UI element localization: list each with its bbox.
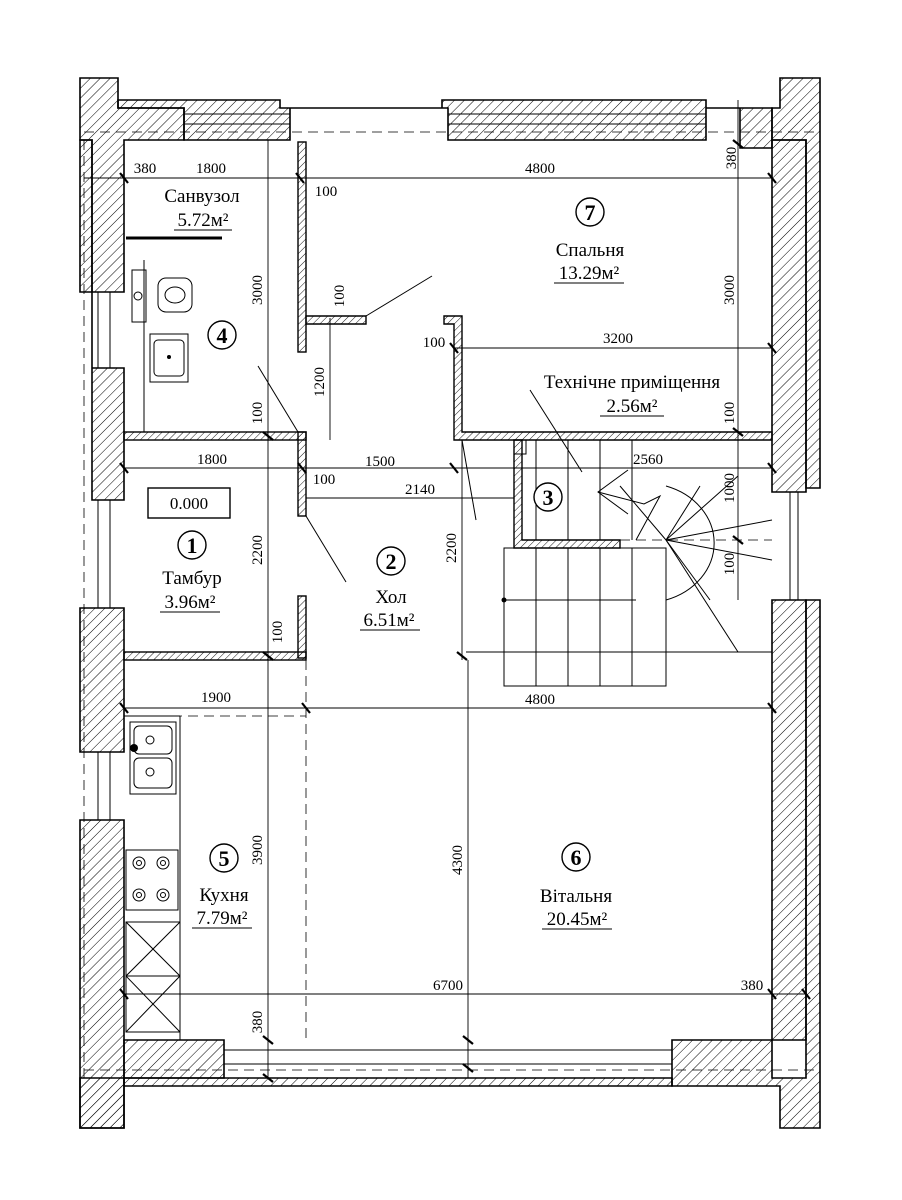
- dim-text: 6700: [433, 978, 463, 994]
- dim-text: 3900: [250, 835, 266, 865]
- room-name: Вітальня: [540, 886, 612, 907]
- room-label-6: 6 Вітальня 20.45м²: [540, 842, 612, 930]
- room-number: 6: [571, 845, 582, 870]
- room-number: 1: [187, 533, 198, 558]
- dashed-lines: [83, 131, 820, 1078]
- wall-bath-bottom: [123, 431, 307, 441]
- kitchen-sink-icon: [129, 721, 177, 795]
- dim-text: 1800: [196, 161, 226, 177]
- dim-text: 380: [250, 1011, 266, 1034]
- dim-text: 1200: [312, 367, 328, 397]
- room-name: Спальня: [556, 240, 625, 261]
- stove-icon: [125, 849, 179, 911]
- wall-bath-bedroom: [297, 141, 307, 353]
- wall-bottom-left-corner: [79, 1077, 125, 1129]
- room-label-1: 1 Тамбур 3.96м²: [160, 530, 222, 613]
- wall-tech-room: [443, 315, 773, 441]
- dim-text: 100: [315, 184, 338, 200]
- dim-text: 100: [270, 621, 286, 644]
- room-area: 3.96м²: [165, 592, 216, 613]
- dim-text: 2200: [250, 535, 266, 565]
- dim-text: 4300: [450, 845, 466, 875]
- wall-corner-top-left: [79, 77, 185, 293]
- dimension-lines: [84, 100, 811, 1083]
- room-label-tech: Технічне приміщення 2.56м²: [544, 372, 720, 417]
- room-area: 20.45м²: [547, 909, 608, 930]
- room-area: 7.79м²: [197, 908, 248, 929]
- room-label-3: 3: [533, 482, 563, 512]
- room-area: 5.72м²: [178, 210, 229, 231]
- dim-text: 3200: [603, 331, 633, 347]
- dim-text: 100: [250, 402, 266, 425]
- room-name: Технічне приміщення: [544, 372, 720, 393]
- room-area: 2.56м²: [607, 396, 658, 417]
- wall-bottom-left: [123, 1039, 225, 1079]
- fixtures: [124, 236, 222, 1040]
- wall-right-lower: [771, 599, 807, 1041]
- wall-left-b: [79, 607, 125, 753]
- room-number: 3: [543, 485, 554, 510]
- room-name: Кухня: [199, 885, 248, 906]
- level-mark: 0.000: [147, 487, 231, 519]
- room-number: 5: [219, 846, 230, 871]
- wall-hall-left-b: [297, 595, 307, 659]
- dim-text: 4800: [525, 692, 555, 708]
- dim-text: 3000: [250, 275, 266, 305]
- dimension-texts: 380 1800 4800 380 100 100 3000 3000 3200…: [134, 147, 764, 1034]
- dim-text: 2140: [405, 482, 435, 498]
- wall-top: [117, 99, 773, 149]
- room-area: 6.51м²: [364, 610, 415, 631]
- dim-text: 100: [423, 335, 446, 351]
- bathroom-sink-icon: [149, 333, 189, 383]
- windows: [97, 113, 799, 1065]
- dim-text: 100: [313, 472, 336, 488]
- dim-text: 1900: [201, 690, 231, 706]
- room-label-2: 2 Хол 6.51м²: [360, 546, 420, 631]
- dim-text: 100: [332, 285, 348, 308]
- dim-text: 380: [134, 161, 157, 177]
- outer-walls: [79, 77, 821, 1129]
- dim-text: 1000: [722, 473, 738, 503]
- room-name: Тамбур: [162, 568, 222, 589]
- dim-text: 3000: [722, 275, 738, 305]
- fridge-icon: [125, 921, 181, 1033]
- door-swings: [257, 275, 477, 583]
- wall-hall-left-a: [297, 431, 307, 517]
- dim-text: 100: [722, 553, 738, 576]
- room-number: 2: [386, 549, 397, 574]
- dim-text: 380: [741, 978, 764, 994]
- dim-text: 380: [724, 147, 740, 170]
- interior-walls: [123, 141, 773, 661]
- dim-text: 1800: [197, 452, 227, 468]
- level-mark-text: 0.000: [170, 494, 208, 513]
- toilet-icon: [131, 269, 193, 323]
- dim-text: 2560: [633, 452, 663, 468]
- wall-bottom: [123, 1077, 673, 1087]
- room-name: Санвузол: [164, 186, 240, 207]
- room-label-7: 7 Спальня 13.29м²: [554, 197, 625, 284]
- staircase: [466, 389, 773, 687]
- wall-right-upper: [771, 139, 807, 493]
- room-area: 13.29м²: [559, 263, 620, 284]
- dim-text: 2200: [444, 533, 460, 563]
- room-number: 7: [585, 200, 596, 225]
- dim-text: 4800: [525, 161, 555, 177]
- room-label-4: Санвузол 5.72м² 4: [164, 186, 240, 350]
- room-number: 4: [217, 323, 228, 348]
- room-label-5: 5 Кухня 7.79м²: [192, 843, 252, 929]
- room-name: Хол: [375, 587, 407, 608]
- dim-text: 100: [722, 402, 738, 425]
- wall-stub-bedroom: [305, 315, 367, 325]
- dim-text: 1500: [365, 454, 395, 470]
- wall-vestibule-bottom: [123, 651, 307, 661]
